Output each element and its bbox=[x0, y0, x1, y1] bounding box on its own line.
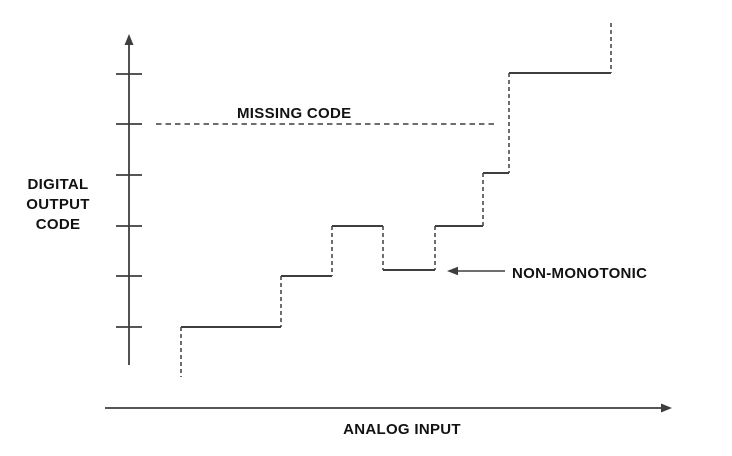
y-axis-ticks bbox=[116, 73, 142, 328]
missing-code-label: MISSING CODE bbox=[237, 105, 351, 122]
pointer-arrowhead-icon bbox=[447, 266, 458, 276]
y-axis bbox=[124, 34, 134, 365]
non-monotonic-label: NON-MONOTONIC bbox=[512, 265, 647, 282]
y-axis-label-line3: CODE bbox=[36, 216, 81, 233]
x-axis-arrowhead-icon bbox=[661, 403, 672, 413]
x-axis bbox=[105, 403, 672, 413]
y-axis-label-line1: DIGITAL bbox=[28, 176, 89, 193]
non-monotonic-arrow bbox=[447, 266, 505, 276]
staircase-steps bbox=[181, 72, 611, 328]
y-axis-label-line2: OUTPUT bbox=[26, 196, 89, 213]
staircase-risers bbox=[180, 23, 612, 377]
y-axis-arrowhead-icon bbox=[124, 34, 134, 45]
x-axis-label: ANALOG INPUT bbox=[343, 421, 461, 438]
